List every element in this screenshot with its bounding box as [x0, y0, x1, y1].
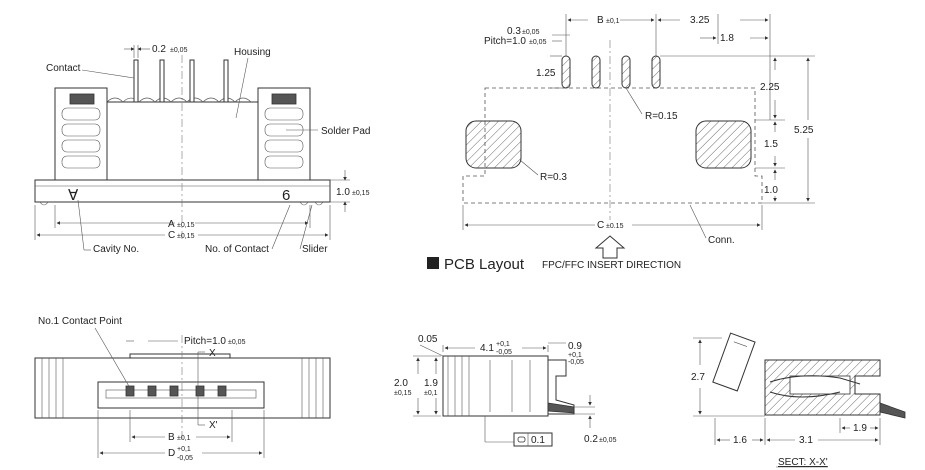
bottom-dim-d-tol-plus: +0,1 [177, 446, 191, 453]
signal-pad [561, 55, 571, 89]
dim-a-tol: ±0,15 [177, 222, 195, 229]
side-dim-4-1: 4.1 [480, 343, 494, 354]
section-dim-1-6: 1.6 [733, 435, 747, 446]
contact-window [97, 381, 265, 409]
pcb-radius-large: R=0.3 [540, 172, 567, 183]
pcb-dim-5-25: 5.25 [794, 125, 814, 136]
side-dim-1-9: 1.9 [424, 378, 438, 389]
pcb-layout-square-icon [427, 257, 439, 269]
pcb-dim-c: C [597, 220, 604, 231]
side-dim-4-1-tol-minus: -0,05 [496, 349, 512, 356]
bottom-dim-b: B [168, 432, 175, 443]
dim-a: A [168, 219, 175, 230]
dim-c-tol: ±0,15 [177, 233, 195, 240]
pcb-dim-2-25: 2.25 [760, 82, 780, 93]
section-label: SECT: X-X' [778, 457, 828, 468]
dim-height-tol: ±0,15 [352, 190, 370, 197]
bottom-dim-b-tol: ±0,1 [177, 435, 191, 442]
section-mark-x: X [209, 348, 216, 359]
pcb-layout-view: B ±0,1 3.25 1.8 0.3 ±0,05 Pitch=1.0 ±0,0… [427, 14, 815, 273]
pcb-layout-title: PCB Layout [444, 256, 525, 273]
pcb-radius-small: R=0.15 [645, 111, 678, 122]
label-cavity-no: Cavity No. [93, 244, 139, 255]
solder-pad-left [465, 120, 522, 169]
dim-height: 1.0 [336, 187, 350, 198]
pcb-dim-1-8: 1.8 [720, 33, 734, 44]
side-view: 0.05 4.1 +0,1 -0,05 0.9 +0,1 -0,05 2.0 ±… [394, 334, 617, 447]
pcb-dim-c-tol: ±0.15 [606, 223, 624, 230]
side-dim-1-9-tol: ±0,1 [424, 390, 438, 397]
bottom-dim-pitch-tol: ±0,05 [228, 339, 246, 346]
dim-c: C [168, 230, 175, 241]
solder-pad-right [695, 120, 752, 169]
side-dim-0-05: 0.05 [418, 334, 438, 345]
side-body [442, 355, 549, 417]
pcb-label-conn: Conn. [708, 235, 735, 246]
side-dim-0-2: 0.2 [584, 434, 598, 445]
section-dim-1-9: 1.9 [853, 423, 867, 434]
side-dim-0-9-tol-plus: +0,1 [568, 352, 582, 359]
pcb-dim-3-25: 3.25 [690, 15, 710, 26]
contact-pin [189, 59, 195, 103]
housing-center [106, 101, 259, 181]
section-mark-x-prime: X' [209, 420, 218, 431]
contact-count-mark: 6 [282, 187, 290, 204]
contact-pin [133, 59, 139, 103]
bottom-view: No.1 Contact Point Pitch=1.0 ±0,05 X X' … [34, 316, 331, 462]
pcb-dim-b-tol: ±0,1 [606, 18, 620, 25]
pcb-dim-1-0: 1.0 [764, 185, 778, 196]
pcb-dim-1-5: 1.5 [764, 139, 778, 150]
side-flatness: 0.1 [531, 435, 545, 446]
section-dim-3-1: 3.1 [799, 435, 813, 446]
section-dim-2-7: 2.7 [691, 372, 705, 383]
insert-direction-label: FPC/FFC INSERT DIRECTION [542, 260, 681, 271]
label-no-of-contact: No. of Contact [205, 244, 269, 255]
section-view: 2.7 1.9 1.6 3.1 SECT: X-X' [691, 332, 906, 468]
side-dim-4-1-tol-plus: +0,1 [496, 341, 510, 348]
signal-pad [651, 55, 661, 89]
pcb-dim-b: B [597, 15, 604, 26]
side-dim-0-2-tol: ±0,05 [599, 437, 617, 444]
label-slider: Slider [302, 244, 328, 255]
cavity-mark: ∀ [68, 187, 79, 204]
dim-contact-width-tol: ±0,05 [170, 47, 188, 54]
signal-pad [621, 55, 631, 89]
dim-contact-width: 0.2 [152, 44, 166, 55]
insert-direction-arrow [594, 235, 626, 259]
contact-pin [223, 59, 229, 103]
pcb-dim-pad-width: 0.3 [507, 26, 521, 37]
label-housing: Housing [234, 47, 271, 58]
label-contact: Contact [46, 63, 81, 74]
pcb-dim-pitch: Pitch=1.0 [484, 36, 526, 47]
front-view: ∀ 6 0.2 ±0,05 Contact Housing Solder Pad… [34, 44, 370, 255]
pcb-dim-pitch-tol: ±0,05 [529, 39, 547, 46]
pcb-dim-pad-width-tol: ±0,05 [522, 29, 540, 36]
bottom-dim-pitch: Pitch=1.0 [184, 336, 226, 347]
bottom-dim-d-tol-minus: -0,05 [177, 455, 193, 462]
label-solder-pad: Solder Pad [321, 126, 370, 137]
pcb-dim-1-25: 1.25 [536, 68, 556, 79]
contact-pin [159, 59, 165, 103]
signal-pad [591, 55, 601, 89]
flatness-frame [513, 432, 553, 447]
side-dim-0-9-tol-minus: -0,05 [568, 359, 584, 366]
bottom-dim-d: D [168, 448, 175, 459]
side-dim-2-0-tol: ±0,15 [394, 390, 412, 397]
side-dim-0-9: 0.9 [568, 341, 582, 352]
section-actuator [712, 332, 756, 392]
label-no1-contact-point: No.1 Contact Point [38, 316, 122, 327]
side-dim-2-0: 2.0 [394, 378, 408, 389]
